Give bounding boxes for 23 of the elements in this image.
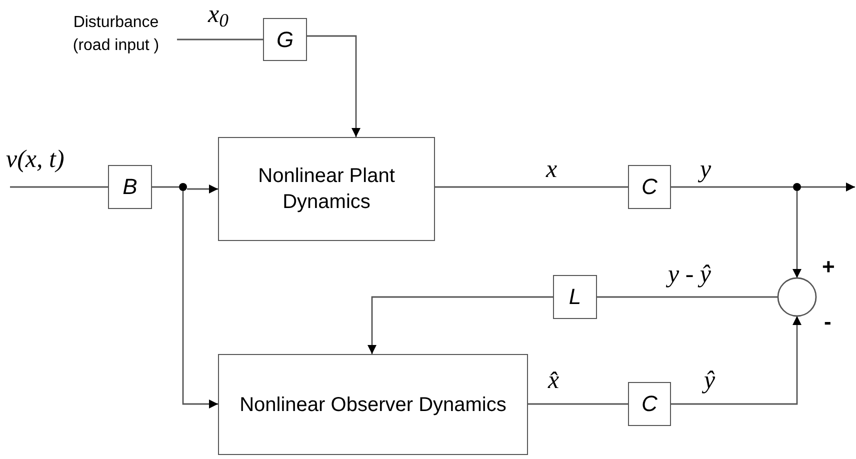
junction-dot <box>793 183 801 191</box>
gain-block: L <box>553 275 597 319</box>
connector-arrow <box>671 316 802 405</box>
junction-dot <box>179 183 187 191</box>
connector-arrow <box>307 35 360 137</box>
signal-label: ŷ <box>704 368 716 393</box>
dynamics-block: Nonlinear Plant Dynamics <box>218 137 435 241</box>
connector-arrow <box>187 184 218 194</box>
dynamics-block: Nonlinear Observer Dynamics <box>218 354 528 455</box>
gain-block: C <box>628 382 671 426</box>
connector-arrow <box>182 191 218 408</box>
summing-junction <box>777 277 817 317</box>
gain-block: G <box>263 18 307 61</box>
disturbance-label: Disturbance (road input ) <box>55 4 177 64</box>
gain-block: C <box>628 165 671 209</box>
connector-arrow <box>792 191 802 278</box>
sign-label: - <box>824 311 832 333</box>
sign-label: + <box>822 256 835 278</box>
signal-label: v(x, t) <box>6 147 64 172</box>
gain-block: B <box>108 165 152 209</box>
signal-label: y - ŷ <box>668 262 712 287</box>
connector-arrow <box>368 296 553 354</box>
connector-arrow <box>801 182 855 192</box>
